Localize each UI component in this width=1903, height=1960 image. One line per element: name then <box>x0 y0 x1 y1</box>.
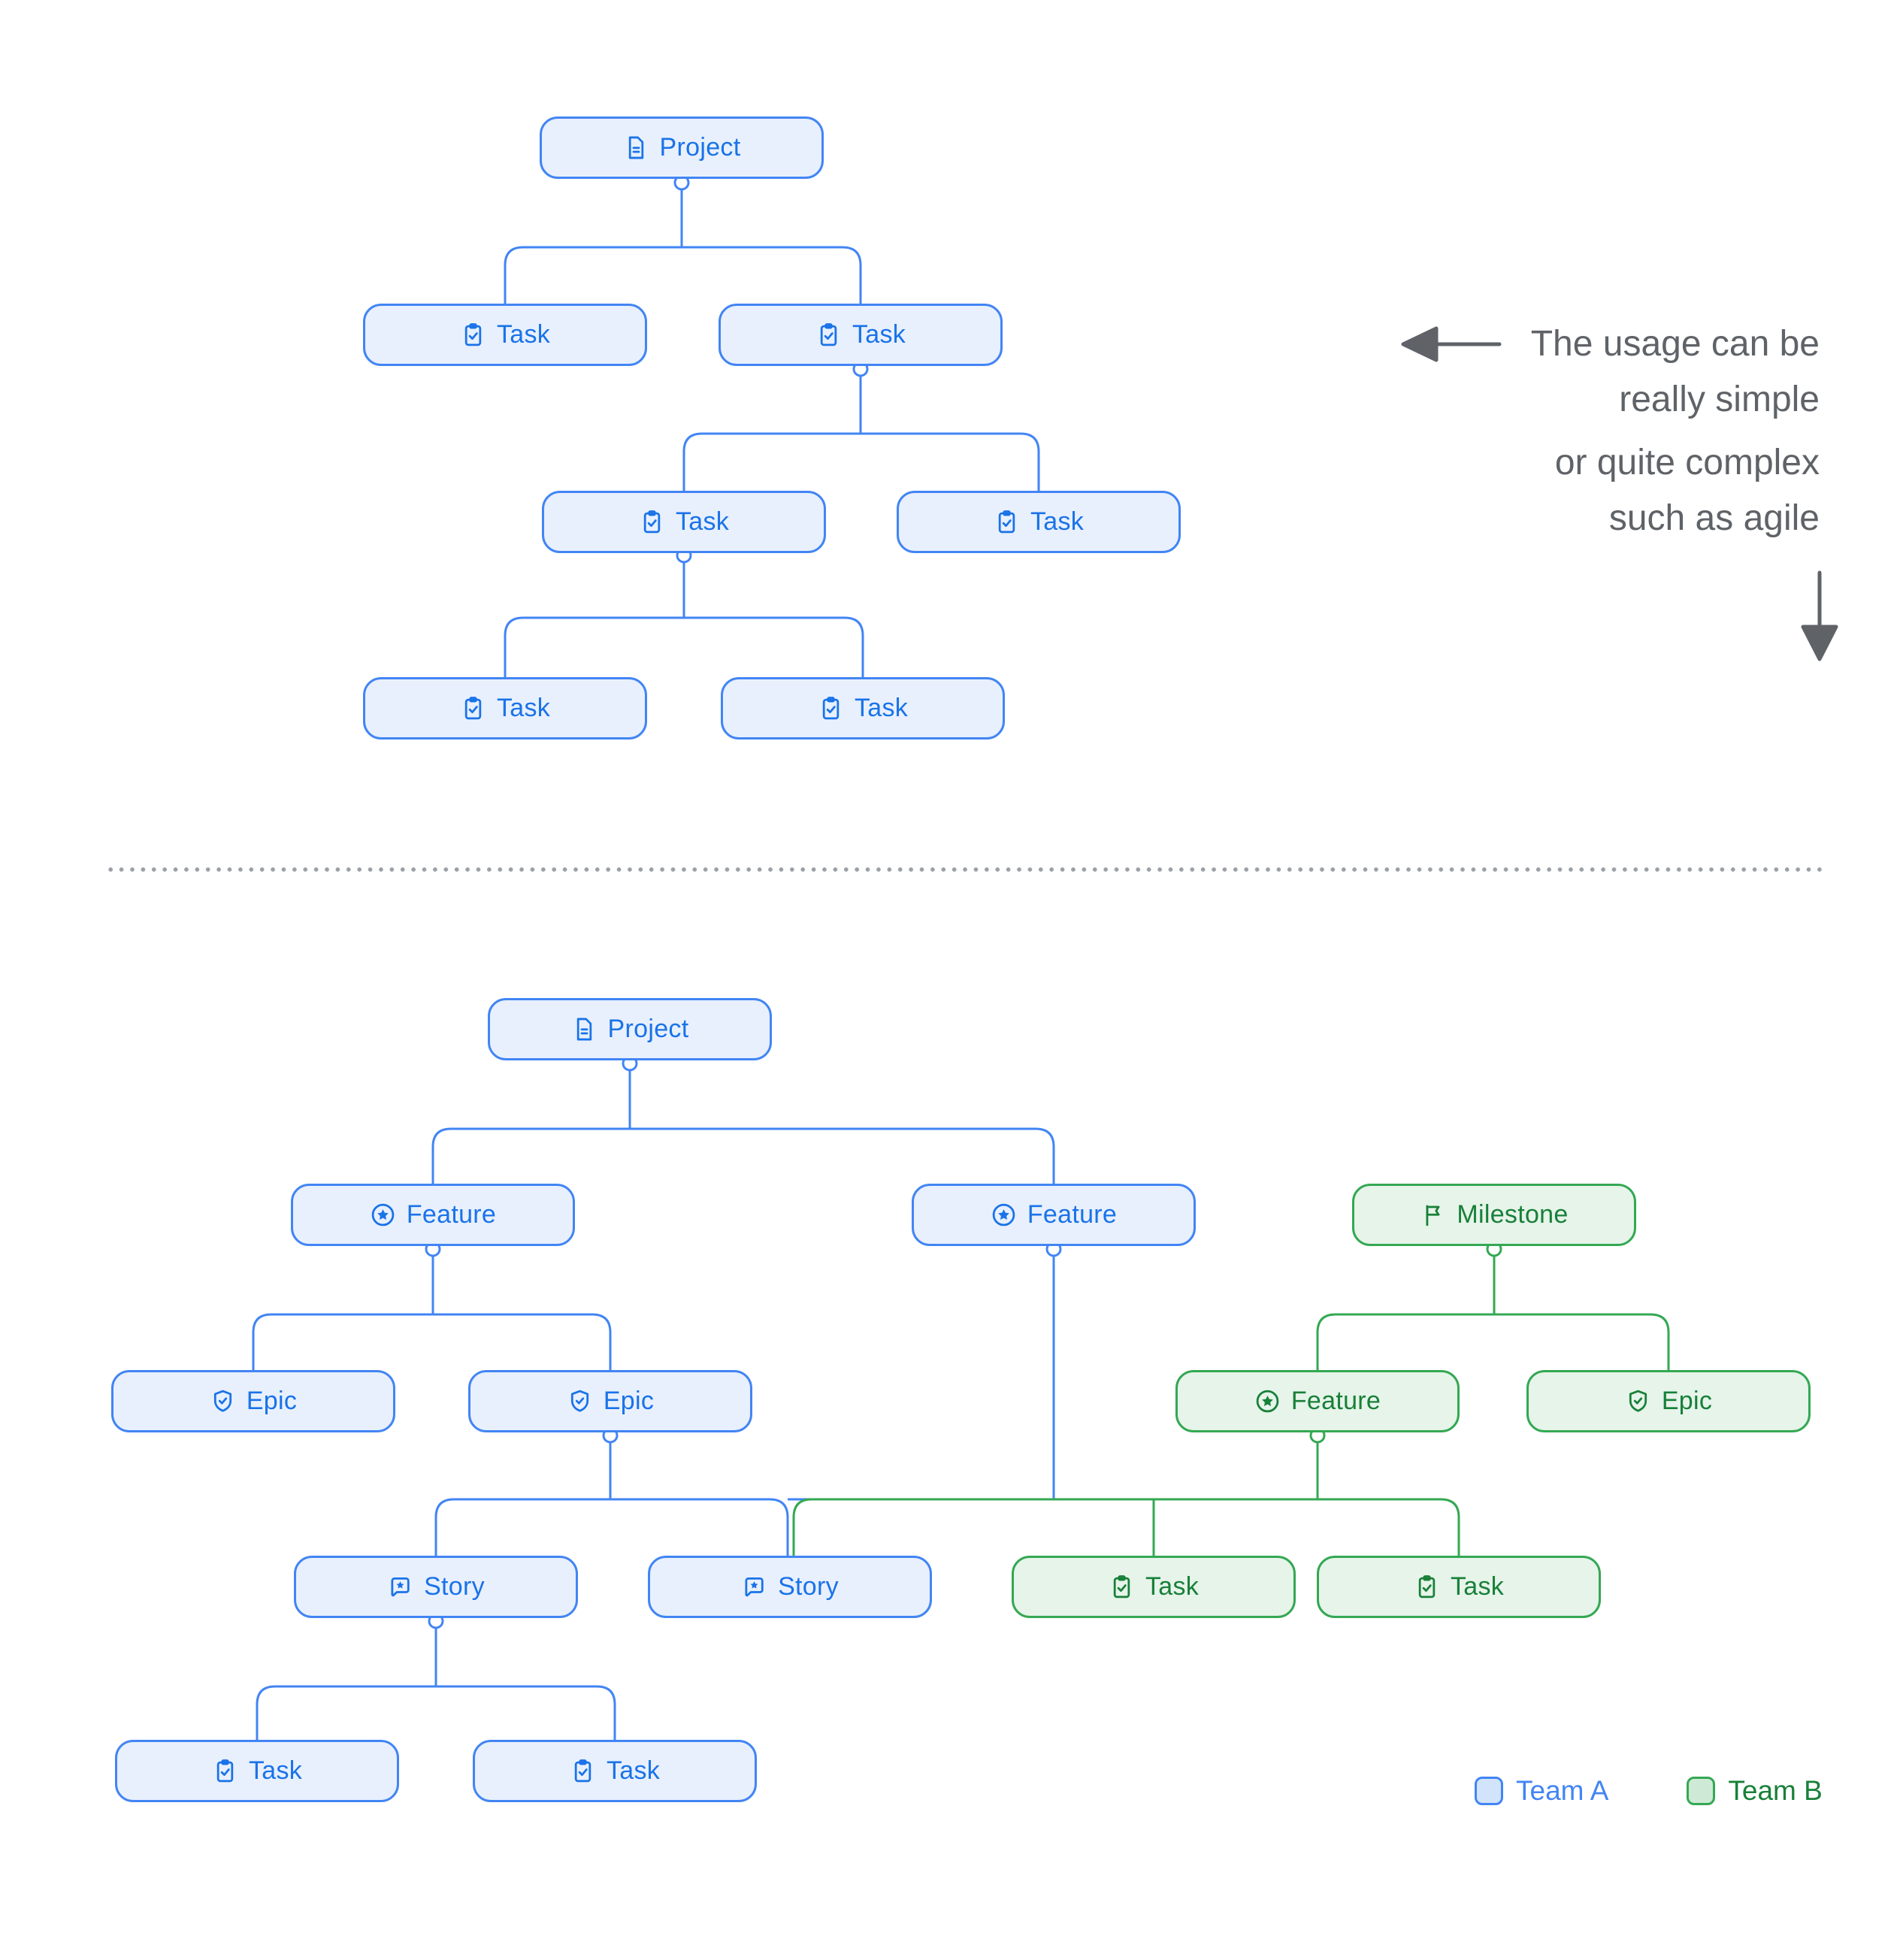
node-feature-2: Feature <box>912 1184 1196 1246</box>
node-label: Task <box>1145 1572 1200 1601</box>
task-check-icon <box>212 1758 238 1784</box>
node-label: Story <box>778 1572 839 1601</box>
node-project-simple: Project <box>540 116 824 179</box>
node-task-simple-2: Task <box>719 304 1003 366</box>
node-task-simple-6: Task <box>721 677 1005 740</box>
task-check-icon <box>639 509 665 535</box>
down-arrow-icon <box>1801 570 1838 661</box>
legend-label: Team B <box>1728 1775 1823 1806</box>
node-label: Task <box>1030 507 1085 536</box>
task-check-icon <box>1109 1574 1135 1600</box>
node-feature-1: Feature <box>291 1184 575 1246</box>
node-epic-2: Epic <box>468 1370 752 1432</box>
team-b-swatch-icon <box>1687 1777 1716 1805</box>
legend-label: Team A <box>1516 1775 1609 1806</box>
node-label: Feature <box>1290 1387 1381 1415</box>
annotation-line: such as agile <box>1608 498 1820 538</box>
task-check-icon <box>994 509 1020 535</box>
task-check-icon <box>570 1758 596 1784</box>
node-story-1: Story <box>294 1556 578 1618</box>
legend-item-team-a: Team A <box>1475 1775 1608 1807</box>
task-check-icon <box>818 695 844 721</box>
node-milestone: Milestone <box>1352 1184 1636 1246</box>
node-label: Task <box>248 1756 303 1785</box>
epic-shield-icon <box>567 1388 593 1414</box>
node-task-simple-1: Task <box>363 304 647 366</box>
annotation-line: The usage can be <box>1530 324 1820 364</box>
node-label: Task <box>852 320 906 349</box>
node-label: Task <box>1450 1572 1505 1601</box>
document-icon <box>623 135 649 161</box>
annotation-note: The usage can be really simple or quite … <box>1531 316 1820 546</box>
node-label: Story <box>424 1572 485 1601</box>
task-check-icon <box>460 695 486 721</box>
node-label: Project <box>607 1015 689 1043</box>
team-a-swatch-icon <box>1475 1777 1503 1805</box>
dotted-divider <box>105 867 1826 873</box>
node-label: Milestone <box>1457 1200 1569 1229</box>
node-story-2: Story <box>648 1556 932 1618</box>
node-label: Epic <box>1661 1387 1713 1415</box>
node-label: Epic <box>603 1387 655 1415</box>
node-task-simple-3: Task <box>542 491 826 553</box>
node-task-simple-5: Task <box>363 677 647 740</box>
node-task-simple-4: Task <box>897 491 1181 553</box>
node-task-agile-2: Task <box>473 1740 757 1802</box>
annotation-line: really simple <box>1619 380 1820 419</box>
task-check-icon <box>1414 1574 1440 1600</box>
legend: Team A Team B <box>1475 1775 1823 1807</box>
node-epic-3: Epic <box>1526 1370 1811 1432</box>
node-task-agile-1: Task <box>115 1740 399 1802</box>
node-label: Project <box>659 133 741 162</box>
node-task-green-2: Task <box>1317 1556 1601 1618</box>
epic-shield-icon <box>210 1388 236 1414</box>
left-arrow-icon <box>1401 326 1502 362</box>
node-feature-3: Feature <box>1175 1370 1460 1432</box>
task-check-icon <box>815 322 842 348</box>
node-epic-1: Epic <box>111 1370 395 1432</box>
node-label: Task <box>675 507 730 536</box>
feature-star-icon <box>370 1202 396 1228</box>
node-label: Epic <box>246 1387 298 1415</box>
feature-star-icon <box>991 1202 1017 1228</box>
node-label: Task <box>496 320 551 349</box>
story-bubble-icon <box>741 1574 767 1600</box>
node-label: Task <box>854 694 909 722</box>
document-icon <box>571 1016 598 1042</box>
node-label: Task <box>496 694 551 722</box>
node-project-agile: Project <box>488 998 772 1060</box>
legend-item-team-b: Team B <box>1687 1775 1823 1807</box>
feature-star-icon <box>1254 1388 1281 1414</box>
node-label: Task <box>606 1756 661 1785</box>
task-check-icon <box>460 322 486 348</box>
milestone-flag-icon <box>1420 1202 1446 1228</box>
story-bubble-icon <box>387 1574 413 1600</box>
epic-shield-icon <box>1625 1388 1651 1414</box>
annotation-line: or quite complex <box>1554 443 1820 482</box>
node-task-green-1: Task <box>1012 1556 1296 1618</box>
node-label: Feature <box>1027 1200 1118 1229</box>
node-label: Feature <box>406 1200 497 1229</box>
